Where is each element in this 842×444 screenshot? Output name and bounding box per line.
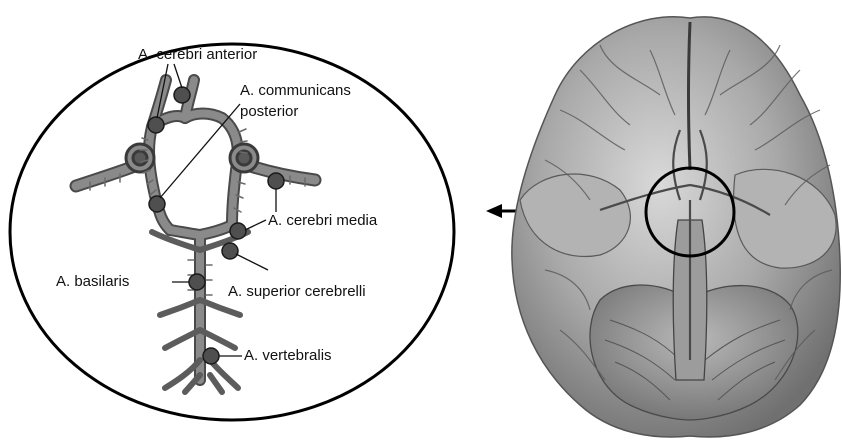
label-cerebri-media: A. cerebri media: [268, 212, 378, 229]
label-communicans-posterior-line1: A. communicans: [240, 82, 351, 99]
marker-superior: [222, 243, 238, 259]
label-basilaris: A. basilaris: [56, 273, 129, 290]
label-communicans-posterior-line2: posterior: [240, 103, 298, 120]
label-vertebralis: A. vertebralis: [244, 347, 332, 364]
marker-anterior-1: [174, 87, 190, 103]
marker-media-2: [230, 223, 246, 239]
label-superior-cerebrelli: A. superior cerebrelli: [228, 283, 366, 300]
marker-anterior-2: [148, 117, 164, 133]
brain-illustration: [512, 17, 840, 437]
marker-communicans: [149, 196, 165, 212]
marker-basilaris: [189, 274, 205, 290]
marker-vertebralis: [203, 348, 219, 364]
label-cerebri-anterior: A. cerebri anterior: [138, 46, 257, 63]
marker-media: [268, 173, 284, 189]
